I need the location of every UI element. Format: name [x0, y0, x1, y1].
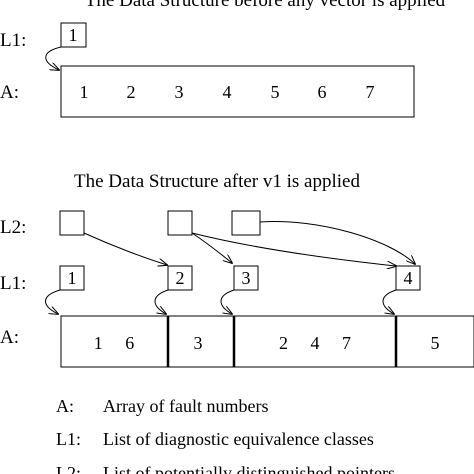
l1-node-1: 1 [59, 265, 85, 291]
l1-node-label: 4 [404, 268, 413, 288]
legend-text: List of diagnostic equivalence classes [103, 429, 374, 449]
array-cell-class-4: 5 [431, 333, 440, 353]
top-array-value: 6 [318, 82, 327, 102]
l1-node-box [59, 265, 85, 291]
l1-node-3-pointer-arrow [220, 289, 235, 314]
bottom-l1-label: L1: [0, 273, 26, 294]
l1-node-1-pointer-arrow [45, 289, 61, 314]
l1-node-4-pointer-arrow [382, 289, 397, 314]
top-l1-node-label: 1 [69, 25, 78, 45]
l2-pointer-box-3 [231, 210, 261, 236]
top-array-value: 4 [223, 82, 232, 102]
top-a-label: A: [0, 82, 19, 103]
bottom-a-label: A: [0, 327, 19, 348]
top-title: The Data Structure before any vector is … [85, 0, 446, 11]
l2-pointer-box-2 [167, 210, 193, 236]
top-array-value: 3 [175, 82, 184, 102]
top-array-value: 5 [271, 82, 280, 102]
bottom-array-box [60, 315, 474, 368]
l1-node-box [167, 265, 193, 291]
l1-node-box [233, 265, 259, 291]
legend-key: L1: [56, 429, 81, 449]
top-l1-node-box [60, 22, 87, 48]
array-cell-class-3: 2 4 7 [279, 333, 351, 353]
bottom-l2-label: L2: [0, 217, 26, 238]
top-array-values: 1 2 3 4 5 6 7 [80, 82, 375, 102]
top-array-value: 1 [80, 82, 89, 102]
l1-node-3: 3 [233, 265, 259, 291]
legend-text: List of potentially distinguished pointe… [103, 463, 395, 474]
legend: A: Array of fault numbers L1: List of di… [56, 396, 395, 474]
l1-node-box [395, 265, 421, 291]
top-array-box [60, 65, 415, 118]
top-l1-pointer-arrow [45, 46, 61, 70]
l2-pointer-box-1 [59, 210, 85, 236]
array-cell-class-1: 1 6 [94, 333, 135, 353]
l1-node-label: 2 [176, 268, 185, 288]
legend-key: L2: [56, 463, 81, 474]
legend-text: Array of fault numbers [103, 396, 268, 416]
l1-node-label: 3 [242, 268, 251, 288]
l1-node-2: 2 [167, 265, 193, 291]
legend-key: A: [56, 396, 74, 416]
top-l1-label: L1: [0, 30, 26, 51]
top-array-value: 2 [127, 82, 136, 102]
array-cell-class-2: 3 [194, 333, 203, 353]
top-array-value: 7 [366, 82, 375, 102]
l2-arrow-to-node-2 [83, 232, 167, 265]
l2-arrow-to-node-3 [191, 232, 232, 263]
l2-arrow-box2-to-node-4 [191, 232, 396, 266]
l1-node-4: 4 [395, 265, 421, 291]
l1-node-2-pointer-arrow [154, 289, 169, 314]
bottom-title: The Data Structure after v1 is applied [74, 171, 360, 192]
l2-arrow-box3-to-node-4 [259, 221, 415, 264]
l1-node-label: 1 [68, 268, 77, 288]
